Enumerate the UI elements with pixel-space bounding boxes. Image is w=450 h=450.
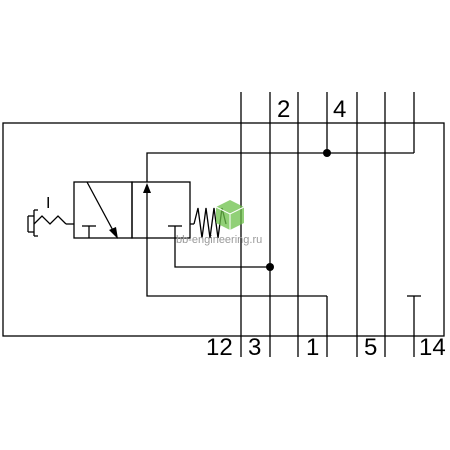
port-label-3: 3 (248, 334, 261, 361)
watermark-text: bb-engineering.ru (176, 234, 262, 246)
watermark-logo: bb-engineering.ru (176, 200, 262, 246)
port-lines (240, 92, 421, 357)
flow-line-to-port-4 (146, 152, 414, 182)
flow-arrow-diagonal (86, 181, 117, 237)
port-label-14: 14 (419, 334, 446, 361)
port-label-4: 4 (333, 96, 346, 123)
operator-actuator (33, 215, 67, 225)
valve-square-left (73, 181, 133, 239)
flow-line-to-port-1 (146, 238, 327, 297)
manual-operator: I (27, 195, 74, 237)
flow-lines (146, 149, 414, 297)
port-label-5: 5 (364, 334, 377, 361)
valve-square-right (131, 181, 191, 239)
port-label-2: 2 (277, 96, 290, 123)
port-label-12: 12 (206, 334, 233, 361)
flow-line-to-port-3 (174, 238, 270, 268)
junction-dot-upper (323, 149, 331, 157)
junction-dot-lower (266, 263, 274, 271)
port-label-1: 1 (306, 334, 319, 361)
flow-arrow-vertical-head (143, 183, 151, 193)
flow-arrow-diagonal-head (109, 227, 118, 239)
operator-label: I (46, 195, 50, 212)
valve-housing (2, 122, 445, 337)
valve-body (73, 181, 191, 239)
